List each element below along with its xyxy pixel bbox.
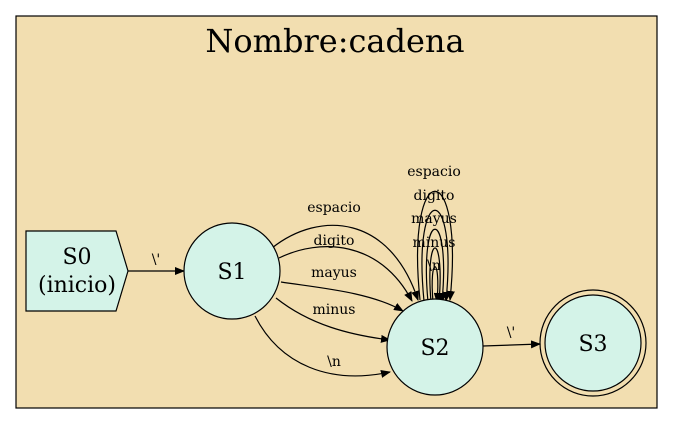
node-s2-label: S2 — [420, 336, 449, 361]
self-loop-label-minus: minus — [413, 235, 456, 251]
edge-label-s1-s2-newline: \n — [327, 354, 341, 370]
edge-label-s1-s2-espacio: espacio — [307, 200, 361, 216]
node-s3-outer-ring — [539, 289, 647, 397]
edge-s2-s3 — [482, 340, 541, 349]
edge-s1-s2-digito — [278, 246, 413, 302]
self-loop-newline — [431, 266, 442, 303]
edge-s1-s2-minus — [275, 297, 391, 343]
node-s1 — [183, 222, 281, 320]
self-loop-minus — [429, 247, 444, 303]
edge-label-s0-s1: \' — [152, 252, 161, 268]
self-loop-espacio — [416, 190, 455, 301]
self-loop-mayus — [425, 228, 447, 303]
cluster-title: Nombre:cadena — [205, 22, 464, 60]
node-s0 — [25, 230, 129, 312]
self-loop-label-espacio: espacio — [407, 164, 461, 180]
edge-s1-s2-mayus — [280, 281, 404, 312]
node-s3 — [544, 294, 642, 392]
edge-s1-s2-newline — [254, 315, 391, 378]
self-loop-label-newline: \n — [427, 258, 441, 274]
node-s2 — [386, 298, 484, 396]
self-loop-digito — [421, 209, 451, 302]
node-s3-label: S3 — [578, 332, 607, 357]
self-loop-label-digito: digito — [414, 188, 455, 204]
edge-label-s1-s2-minus: minus — [313, 302, 356, 318]
node-s0-sublabel: (inicio) — [38, 273, 116, 298]
edge-label-s1-s2-digito: digito — [314, 233, 355, 249]
node-s1-label: S1 — [217, 260, 246, 285]
edge-s1-s2-espacio — [271, 224, 419, 301]
self-loop-label-mayus: mayus — [411, 211, 457, 227]
node-s0-label: S0 — [62, 245, 91, 270]
edge-label-s1-s2-mayus: mayus — [311, 265, 357, 281]
edge-label-s2-s3: \' — [507, 325, 516, 341]
